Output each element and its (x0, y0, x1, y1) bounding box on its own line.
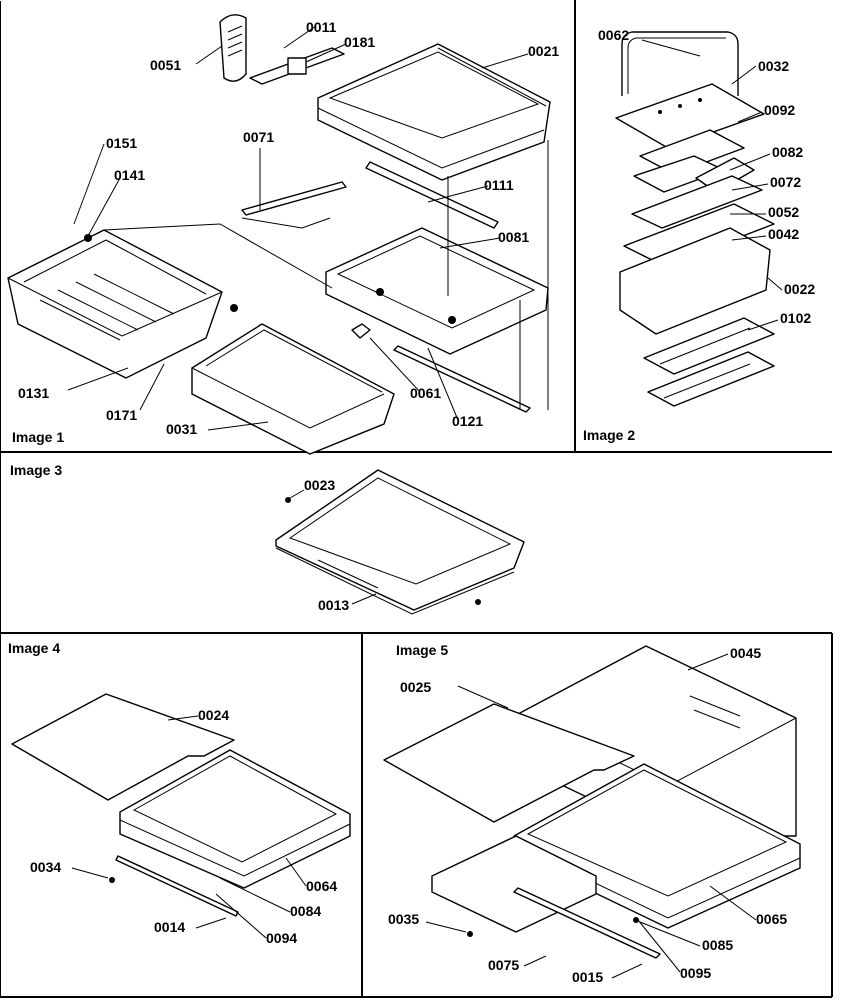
leaders-1 (67, 25, 549, 431)
part-label: 0052 (768, 204, 799, 220)
leaders-5 (425, 653, 757, 979)
part-label: 0042 (768, 226, 799, 242)
labels-panel-2: 0062 0032 0092 0082 0072 0052 0042 0022 … (598, 27, 815, 326)
panel-1-drawing: 0051 0011 0181 0021 0071 0151 0141 0111 … (7, 14, 559, 455)
part-label: 0171 (106, 407, 137, 423)
labels-panel-5: 0045 0025 0035 0075 0015 0085 0095 0065 (388, 645, 787, 985)
part-label: 0035 (388, 911, 419, 927)
panel-3-drawing: 0023 0013 (275, 469, 525, 615)
cover-0081 (325, 227, 549, 355)
part-label: 0061 (410, 385, 441, 401)
part-label: 0082 (772, 144, 803, 160)
leaders-2 (641, 39, 783, 331)
part-label: 0045 (730, 645, 761, 661)
labels-panel-4: 0024 0034 0014 0084 0094 0064 (30, 707, 337, 946)
part-label: 0014 (154, 919, 185, 935)
part-label: 0095 (680, 965, 711, 981)
panel-title-2: Image 2 (583, 427, 635, 443)
part-label: 0022 (784, 281, 815, 297)
part-label: 0021 (528, 43, 559, 59)
part-label: 0051 (150, 57, 181, 73)
part-label: 0092 (764, 102, 795, 118)
part-label: 0102 (780, 310, 811, 326)
part-label: 0094 (266, 930, 297, 946)
part-label: 0131 (18, 385, 49, 401)
part-label: 0072 (770, 174, 801, 190)
pan-0031 (191, 323, 395, 455)
part-label: 0015 (572, 969, 603, 985)
labels-panel-3: 0023 0013 (304, 477, 349, 613)
part-label: 0062 (598, 27, 629, 43)
panel-2-drawing: 0062 0032 0092 0082 0072 0052 0042 0022 … (598, 27, 815, 407)
leaders-3 (289, 489, 377, 605)
labels-panel-1: 0051 0011 0181 0021 0071 0151 0141 0111 … (18, 19, 559, 437)
part-label: 0065 (756, 911, 787, 927)
panel-title-1: Image 1 (12, 429, 64, 445)
part-label: 0024 (198, 707, 229, 723)
shelf-0021 (317, 43, 551, 181)
panel-title-3: Image 3 (10, 462, 62, 478)
part-label: 0151 (106, 135, 137, 151)
part-label: 0085 (702, 937, 733, 953)
part-label: 0011 (306, 19, 337, 35)
part-label: 0084 (290, 903, 321, 919)
part-label: 0025 (400, 679, 431, 695)
panel-5-drawing: 0045 0025 0035 0075 0015 0085 0095 0065 (383, 645, 801, 985)
pan-0131 (7, 229, 223, 379)
part-label: 0064 (306, 878, 337, 894)
part-label: 0031 (166, 421, 197, 437)
part-label: 0023 (304, 477, 335, 493)
part-label: 0013 (318, 597, 349, 613)
panel-4-drawing: 0024 0034 0014 0084 0094 0064 (11, 693, 351, 946)
part-label: 0141 (114, 167, 145, 183)
part-label: 0075 (488, 957, 519, 973)
control-housing (219, 14, 247, 82)
part-label: 0111 (484, 177, 514, 193)
part-label: 0121 (452, 413, 483, 429)
part-label: 0181 (344, 34, 375, 50)
panel-title-4: Image 4 (8, 640, 60, 656)
panel-title-5: Image 5 (396, 642, 448, 658)
part-label: 0081 (498, 229, 529, 245)
part-label: 0032 (758, 58, 789, 74)
part-label: 0071 (243, 129, 274, 145)
leaders-4 (71, 715, 307, 939)
part-label: 0034 (30, 859, 61, 875)
